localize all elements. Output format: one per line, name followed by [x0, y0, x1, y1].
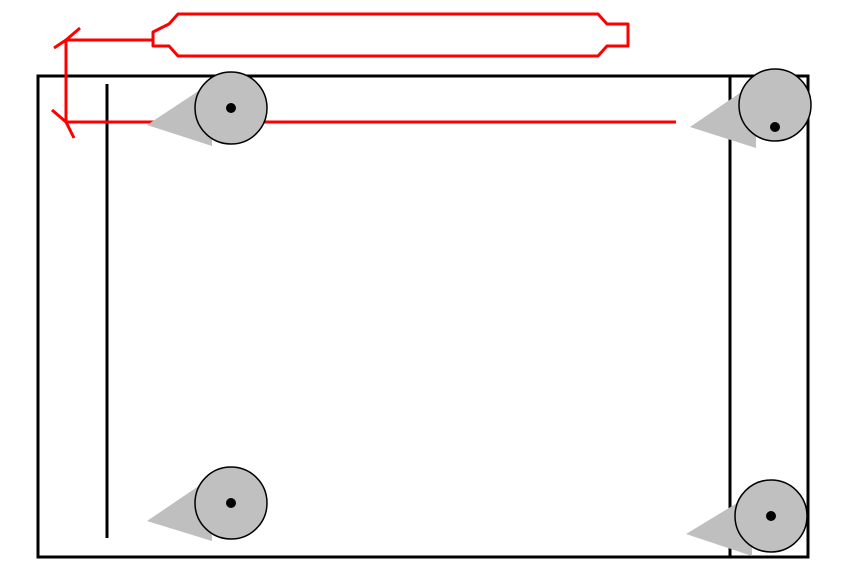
node-bottom-right[interactable] [686, 479, 808, 556]
center-dot [226, 498, 236, 508]
outer-frame [36, 74, 810, 559]
center-dot [770, 122, 780, 132]
node-bottom-left[interactable] [147, 466, 268, 541]
node-top-left[interactable] [147, 71, 268, 146]
node-circle [738, 68, 812, 142]
red-arrowhead-top [53, 26, 81, 50]
red-arrowhead-bottom [51, 108, 76, 139]
node-top-right[interactable] [690, 68, 812, 148]
red-capsule [151, 12, 630, 58]
center-dot [766, 511, 776, 521]
center-dot [226, 103, 236, 113]
